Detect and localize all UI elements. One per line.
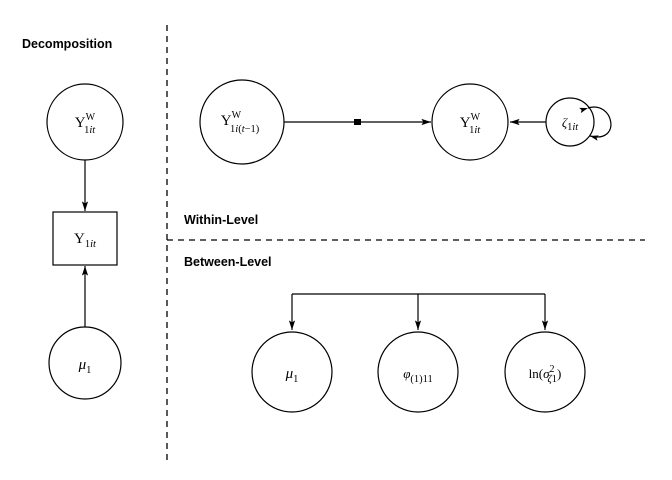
node-mu1-between-circle[interactable] [251,331,333,413]
node-phi111-circle[interactable] [377,331,459,413]
node-mu1-decomposition-circle[interactable] [48,326,122,400]
node-yw-lag-circle[interactable] [199,79,285,165]
node-phi111-label: φ(1)11 [403,366,433,385]
node-ln-sigma2-circle[interactable] [504,331,586,413]
edge-midpoint-square-marker [354,119,361,125]
node-zeta-label: ζ1it [562,115,579,133]
node-y-observed-label: Y1it [74,231,97,250]
between-level-section-label: Between-Level [184,255,272,269]
node-yw-t-circle[interactable] [431,83,509,161]
node-mu1-decomposition-label: μ1 [78,357,92,376]
node-y-observed-rect[interactable] [52,211,118,266]
node-mu1-between-label: μ1 [285,366,299,385]
within-level-section-label: Within-Level [184,213,258,227]
decomposition-section-label: Decomposition [22,37,112,51]
edge-zeta-self-loop-variance [579,106,612,141]
